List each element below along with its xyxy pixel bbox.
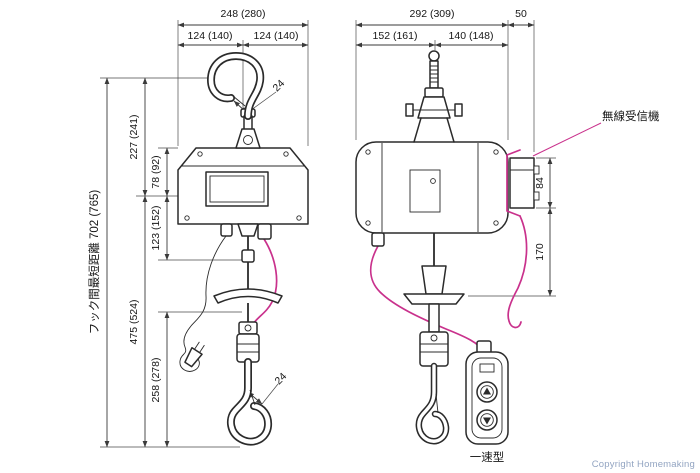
dim-123: 123 (152) xyxy=(150,206,162,251)
receiver-label: 無線受信機 xyxy=(602,109,660,123)
bottom-hook-front xyxy=(226,321,273,446)
dim-side-width-left: 152 (161) xyxy=(373,30,418,42)
dim-227: 227 (241) xyxy=(128,115,140,160)
power-plug xyxy=(184,341,205,368)
dim-top-hook-opening: 24 xyxy=(271,77,288,94)
dim-side-width-total: 292 (309) xyxy=(410,8,455,20)
side-extension-lines xyxy=(355,20,556,297)
dim-front-width-left: 124 (140) xyxy=(188,30,233,42)
dim-front-width-total: 248 (280) xyxy=(221,8,266,20)
side-view-drawing: 292 (309) 152 (161) 140 (148) 50 84 170 … xyxy=(355,8,660,464)
dim-hook-min-distance: フック間最短距離 702 (765) xyxy=(87,190,101,335)
bottom-hook-side xyxy=(415,362,450,445)
front-load-rope xyxy=(213,236,283,326)
side-load-assembly xyxy=(403,233,465,367)
dim-receiver-drop: 170 xyxy=(534,243,546,261)
dim-receiver-height: 84 xyxy=(534,177,546,189)
dim-front-width-right: 124 (140) xyxy=(254,30,299,42)
top-hook xyxy=(206,51,265,149)
receiver-label-leader xyxy=(532,122,602,157)
dim-bottom-hook-opening: 24 xyxy=(273,370,290,387)
antenna-wire xyxy=(507,215,528,329)
front-hoist-body xyxy=(177,147,309,240)
dim-475: 475 (524) xyxy=(128,300,140,345)
side-hoist-body xyxy=(355,141,509,247)
front-dimension-lines xyxy=(104,22,309,448)
pendant-up-arrow-icon xyxy=(483,387,491,395)
dim-side-width-right: 140 (148) xyxy=(449,30,494,42)
power-plug-cord xyxy=(179,235,227,372)
dim-78: 78 (92) xyxy=(150,155,162,188)
side-dimension-lines xyxy=(355,22,553,297)
wireless-receiver-box xyxy=(506,149,540,217)
control-cable-front xyxy=(250,238,278,329)
suspension-clevis xyxy=(405,50,463,143)
pendant-cable xyxy=(369,245,485,353)
dim-receiver-depth: 50 xyxy=(515,8,527,20)
pendant-control xyxy=(465,340,509,445)
dim-258: 258 (278) xyxy=(150,358,162,403)
front-view-drawing: 248 (280) 124 (140) 124 (140) フック間最短距離 7… xyxy=(87,8,309,448)
pendant-down-arrow-icon xyxy=(483,417,491,425)
pendant-type-label: 一速型 xyxy=(470,450,505,464)
copyright-text: Copyright Homemaking xyxy=(591,459,695,470)
